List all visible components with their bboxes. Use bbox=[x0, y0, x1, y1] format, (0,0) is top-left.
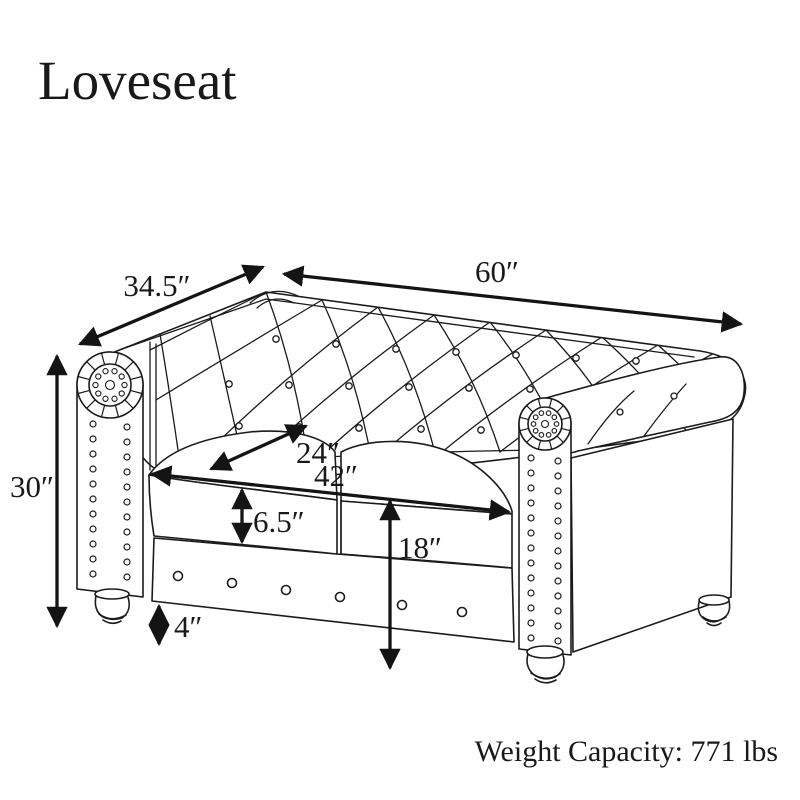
seat-width-label: 42″ bbox=[314, 458, 358, 493]
width-arrow bbox=[281, 265, 744, 333]
seat-depth-arrow bbox=[209, 424, 308, 471]
left-scroll-nailheads bbox=[92, 368, 128, 402]
page-title: Loveseat bbox=[38, 50, 237, 111]
dimension-width bbox=[281, 265, 744, 333]
rail-buttons bbox=[172, 570, 468, 618]
weight-capacity-text: Weight Capacity: 771 lbs bbox=[475, 735, 778, 768]
leg-height-label: 4″ bbox=[174, 609, 202, 644]
right-scroll-nailheads bbox=[530, 410, 560, 438]
right-arm-nailhead-trim bbox=[527, 454, 562, 645]
seat-height-label: 18″ bbox=[398, 530, 442, 565]
right-arm bbox=[518, 397, 572, 684]
left-arm-nailhead-trim bbox=[89, 420, 131, 581]
right-side-panel bbox=[570, 418, 734, 653]
depth-label: 34.5″ bbox=[123, 268, 190, 303]
left-scroll-segments bbox=[77, 352, 143, 418]
depth-arrow bbox=[78, 264, 265, 347]
dimension-depth bbox=[78, 264, 265, 347]
dimension-seat-depth bbox=[209, 424, 308, 471]
front-rail bbox=[151, 537, 515, 643]
left-arm bbox=[76, 351, 144, 625]
height-label: 30″ bbox=[10, 469, 54, 504]
width-label: 60″ bbox=[475, 254, 519, 289]
cushion-thickness-label: 6.5″ bbox=[253, 504, 305, 539]
right-scroll-segments bbox=[519, 398, 571, 450]
dimension-seat-width bbox=[149, 465, 512, 521]
seat-depth-label: 24″ bbox=[296, 435, 340, 470]
front-right-foot bbox=[526, 645, 565, 684]
front-left-foot bbox=[94, 588, 130, 625]
rear-right-foot bbox=[697, 594, 731, 627]
seat-width-arrow bbox=[149, 465, 512, 521]
